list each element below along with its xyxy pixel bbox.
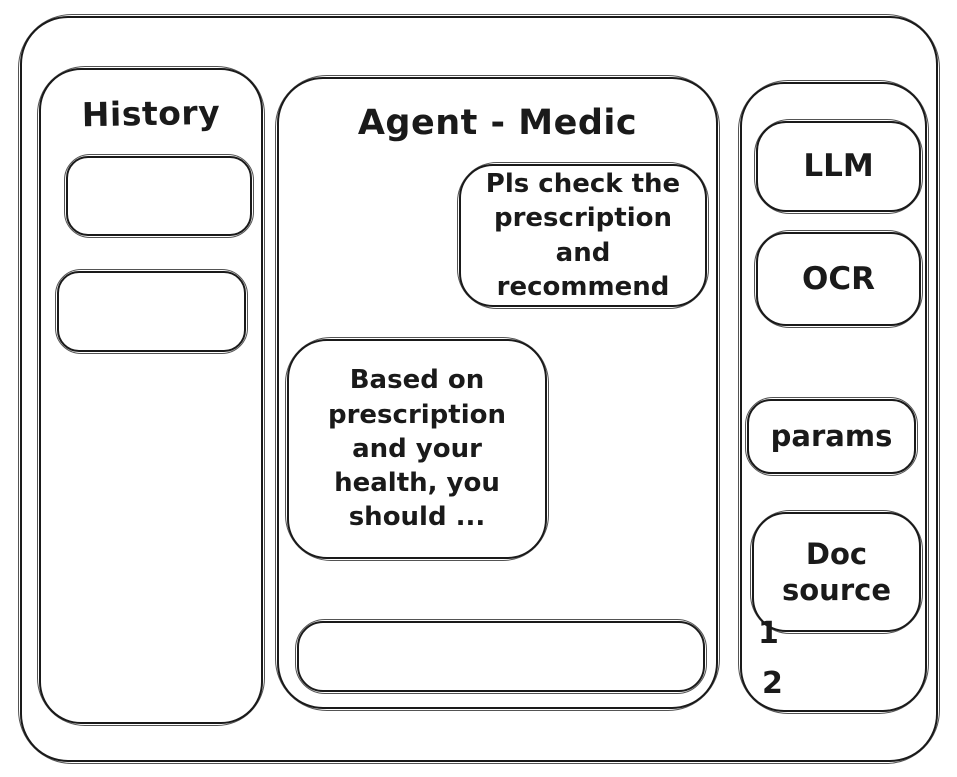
ocr-button[interactable]: OCR xyxy=(754,230,923,328)
ocr-button-label: OCR xyxy=(802,260,875,297)
history-item[interactable] xyxy=(55,269,248,354)
doc-source-item-1: 1 xyxy=(758,616,779,651)
params-button-label: params xyxy=(770,419,893,454)
history-title: History xyxy=(81,92,221,135)
history-panel: History xyxy=(37,66,265,726)
history-item[interactable] xyxy=(64,154,254,238)
user-message-bubble: Pls check the prescription and recommend xyxy=(457,162,709,309)
doc-source-button-label: Doc source xyxy=(782,536,891,607)
assistant-message-bubble: Based on prescription and your health, y… xyxy=(285,337,549,561)
chat-input[interactable] xyxy=(299,623,703,690)
doc-source-item-2: 2 xyxy=(762,666,783,701)
doc-source-button[interactable]: Doc source xyxy=(750,510,923,634)
chat-input-box[interactable] xyxy=(295,619,707,694)
chat-panel: Agent - Medic Pls check the prescription… xyxy=(275,75,720,711)
tools-panel: LLM OCR params Doc source 1 2 xyxy=(738,80,929,714)
llm-button[interactable]: LLM xyxy=(754,119,923,214)
llm-button-label: LLM xyxy=(803,148,874,185)
params-button[interactable]: params xyxy=(745,397,918,476)
assistant-message-text: Based on prescription and your health, y… xyxy=(327,365,506,533)
user-message-text: Pls check the prescription and recommend xyxy=(485,168,681,302)
chat-title: Agent - Medic xyxy=(357,103,638,143)
window-frame: History Agent - Medic Pls check the pres… xyxy=(18,14,940,764)
